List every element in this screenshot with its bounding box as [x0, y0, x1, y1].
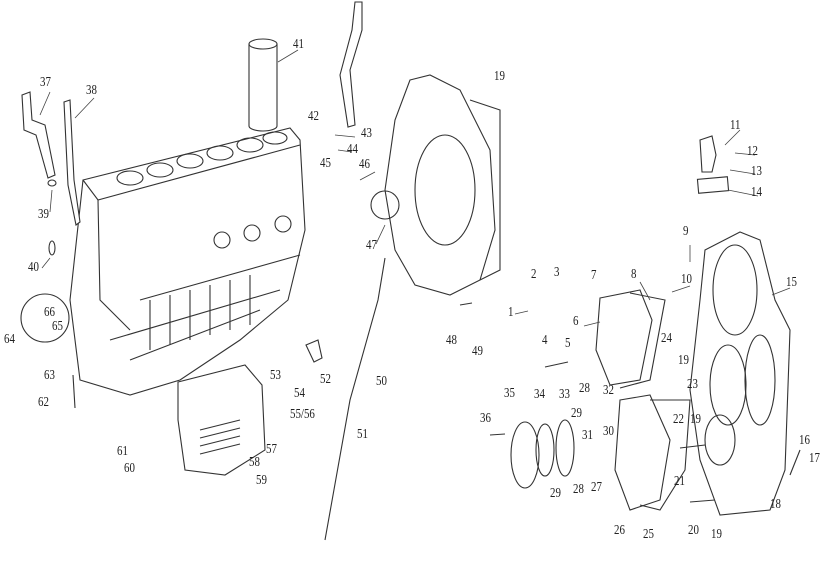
o-ring-40[interactable]: [48, 240, 56, 256]
part-callout-10[interactable]: 10: [681, 272, 692, 287]
part-callout-38[interactable]: 38: [86, 83, 97, 98]
front-cover-gasket[interactable]: [639, 399, 691, 511]
part-callout-65[interactable]: 65: [52, 319, 63, 334]
part-callout-6[interactable]: 6: [573, 314, 579, 329]
part-callout-19[interactable]: 19: [678, 353, 689, 368]
part-callout-1[interactable]: 1: [508, 305, 514, 320]
lifting-bracket[interactable]: [339, 1, 363, 128]
leader-lines: [39, 49, 791, 327]
part-callout-59[interactable]: 59: [256, 473, 267, 488]
part-callout-30[interactable]: 30: [603, 424, 614, 439]
part-callout-5[interactable]: 5: [565, 336, 571, 351]
part-callout-26[interactable]: 26: [614, 523, 625, 538]
part-callout-28[interactable]: 28: [573, 482, 584, 497]
part-callout-13[interactable]: 13: [751, 164, 762, 179]
front-cover[interactable]: [614, 394, 671, 511]
part-callout-4[interactable]: 4: [542, 333, 548, 348]
part-callout-25[interactable]: 25: [643, 527, 654, 542]
part-callout-20[interactable]: 20: [688, 523, 699, 538]
part-callout-24[interactable]: 24: [661, 331, 672, 346]
part-callout-42[interactable]: 42: [308, 109, 319, 124]
part-callout-57[interactable]: 57: [266, 442, 277, 457]
part-callout-48[interactable]: 48: [446, 333, 457, 348]
part-callout-8[interactable]: 8: [631, 267, 637, 282]
part-callout-32[interactable]: 32: [603, 383, 614, 398]
gear-housing[interactable]: [689, 231, 791, 516]
bolts[interactable]: [72, 302, 801, 503]
part-callout-36[interactable]: 36: [480, 411, 491, 426]
part-callout-44[interactable]: 44: [347, 142, 358, 157]
part-callout-17[interactable]: 17: [809, 451, 820, 466]
part-callout-66[interactable]: 66: [44, 305, 55, 320]
part-callout-29[interactable]: 29: [571, 406, 582, 421]
part-callout-31[interactable]: 31: [582, 428, 593, 443]
part-callout-15[interactable]: 15: [786, 275, 797, 290]
part-callout-19[interactable]: 19: [494, 69, 505, 84]
part-callout-2[interactable]: 2: [531, 267, 537, 282]
part-callout-23[interactable]: 23: [687, 377, 698, 392]
part-callout-53[interactable]: 53: [270, 368, 281, 383]
part-callout-7[interactable]: 7: [591, 268, 597, 283]
engine-block[interactable]: [69, 127, 306, 396]
thermostat-housing[interactable]: [696, 135, 730, 194]
part-callout-47[interactable]: 47: [366, 238, 377, 253]
part-callout-43[interactable]: 43: [361, 126, 372, 141]
part-callout-28[interactable]: 28: [579, 381, 590, 396]
part-callout-55-56[interactable]: 55/56: [290, 407, 315, 422]
front-oil-seal[interactable]: [535, 423, 555, 477]
part-callout-16[interactable]: 16: [799, 433, 810, 448]
part-callout-27[interactable]: 27: [591, 480, 602, 495]
part-callout-60[interactable]: 60: [124, 461, 135, 476]
part-callout-37[interactable]: 37: [40, 75, 51, 90]
part-callout-19[interactable]: 19: [690, 412, 701, 427]
part-callout-41[interactable]: 41: [293, 37, 304, 52]
part-callout-21[interactable]: 21: [674, 474, 685, 489]
part-callout-29[interactable]: 29: [550, 486, 561, 501]
part-callout-45[interactable]: 45: [320, 156, 331, 171]
o-ring-39[interactable]: [47, 179, 57, 187]
part-callout-64[interactable]: 64: [4, 332, 15, 347]
part-callout-22[interactable]: 22: [673, 412, 684, 427]
dipstick[interactable]: [324, 257, 386, 541]
part-callout-40[interactable]: 40: [28, 260, 39, 275]
part-callout-35[interactable]: 35: [504, 386, 515, 401]
support-bracket[interactable]: [63, 99, 81, 226]
part-callout-19[interactable]: 19: [711, 527, 722, 542]
part-callout-62[interactable]: 62: [38, 395, 49, 410]
part-callout-39[interactable]: 39: [38, 207, 49, 222]
part-callout-34[interactable]: 34: [534, 387, 545, 402]
water-pump[interactable]: [595, 289, 653, 386]
part-callout-12[interactable]: 12: [747, 144, 758, 159]
front-seal-housing[interactable]: [510, 421, 540, 489]
flywheel-housing[interactable]: [384, 74, 501, 296]
part-callout-18[interactable]: 18: [770, 497, 781, 512]
part-callout-51[interactable]: 51: [357, 427, 368, 442]
part-callout-54[interactable]: 54: [294, 386, 305, 401]
part-callout-61[interactable]: 61: [117, 444, 128, 459]
part-callout-33[interactable]: 33: [559, 387, 570, 402]
part-callout-11[interactable]: 11: [730, 118, 741, 133]
water-pump-gasket[interactable]: [619, 292, 666, 389]
elbow-52[interactable]: [305, 339, 323, 363]
part-callout-14[interactable]: 14: [751, 185, 762, 200]
part-callout-9[interactable]: 9: [683, 224, 689, 239]
part-callout-50[interactable]: 50: [376, 374, 387, 389]
crankshaft-rear-seal[interactable]: [370, 190, 400, 220]
part-callout-49[interactable]: 49: [472, 344, 483, 359]
part-callout-46[interactable]: 46: [359, 157, 370, 172]
cylinder-liner[interactable]: [248, 38, 278, 132]
seal-gasket[interactable]: [555, 419, 575, 477]
part-callout-63[interactable]: 63: [44, 368, 55, 383]
part-callout-3[interactable]: 3: [554, 265, 560, 280]
part-callout-52[interactable]: 52: [320, 372, 331, 387]
water-pipe[interactable]: [21, 91, 56, 179]
side-cover[interactable]: [177, 364, 266, 476]
rear-oil-seal-plate[interactable]: [20, 293, 70, 343]
part-callout-58[interactable]: 58: [249, 455, 260, 470]
